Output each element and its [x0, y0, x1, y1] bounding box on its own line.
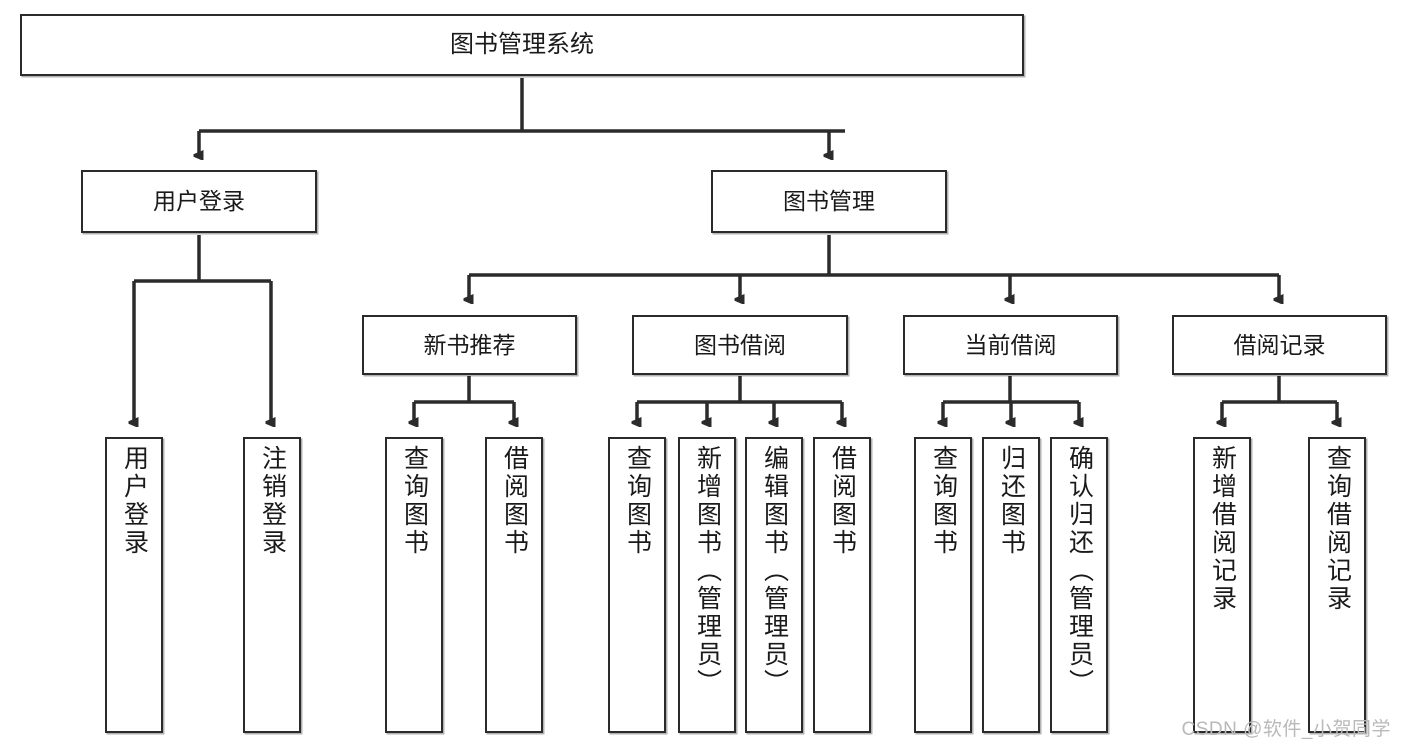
- leaf-query-book-3[interactable]: 查询图书: [914, 437, 972, 733]
- node-label: 用户登录: [153, 188, 245, 215]
- node-label: 图书借阅: [694, 331, 786, 358]
- leaf-borrow-book-2[interactable]: 借阅图书: [813, 437, 871, 733]
- node-label: 借阅图书: [828, 445, 857, 557]
- node-label: 图书管理系统: [450, 31, 594, 59]
- node-label: 注销登录: [258, 445, 287, 557]
- leaf-query-record[interactable]: 查询借阅记录: [1308, 437, 1366, 733]
- node-label: 借阅图书: [500, 445, 529, 557]
- node-user-login[interactable]: 用户登录: [81, 170, 317, 233]
- node-book-manage[interactable]: 图书管理: [711, 170, 947, 233]
- node-label: 查询图书: [623, 445, 652, 557]
- node-current-borrow[interactable]: 当前借阅: [903, 315, 1118, 375]
- node-label: 归还图书: [997, 445, 1026, 557]
- node-label: 当前借阅: [964, 331, 1057, 358]
- node-label: 借阅记录: [1233, 331, 1326, 358]
- leaf-return-book[interactable]: 归还图书: [982, 437, 1040, 733]
- node-label: 用户登录: [120, 445, 149, 557]
- node-label: 图书管理: [783, 188, 875, 215]
- leaf-borrow-book-1[interactable]: 借阅图书: [485, 437, 543, 733]
- node-new-book-recommend[interactable]: 新书推荐: [362, 315, 577, 375]
- node-book-borrow[interactable]: 图书借阅: [632, 315, 848, 375]
- node-root-system[interactable]: 图书管理系统: [20, 14, 1024, 76]
- leaf-query-book-1[interactable]: 查询图书: [385, 437, 443, 733]
- leaf-confirm-return[interactable]: 确认归还（管理员）: [1050, 437, 1108, 733]
- node-label: 新增借阅记录: [1208, 445, 1237, 613]
- node-label: 编辑图书（管理员）: [760, 445, 789, 697]
- csdn-watermark: CSDN @软件_小贺同学: [1181, 719, 1391, 740]
- node-borrow-record[interactable]: 借阅记录: [1172, 315, 1387, 375]
- node-label: 确认归还（管理员）: [1065, 445, 1094, 697]
- leaf-add-book[interactable]: 新增图书（管理员）: [678, 437, 736, 733]
- node-label: 查询借阅记录: [1323, 445, 1352, 613]
- node-label: 查询图书: [400, 445, 429, 557]
- node-label: 新书推荐: [423, 331, 516, 358]
- node-label: 查询图书: [929, 445, 958, 557]
- leaf-query-book-2[interactable]: 查询图书: [608, 437, 666, 733]
- leaf-add-record[interactable]: 新增借阅记录: [1193, 437, 1251, 733]
- leaf-edit-book[interactable]: 编辑图书（管理员）: [745, 437, 803, 733]
- node-label: 新增图书（管理员）: [693, 445, 722, 697]
- leaf-logout[interactable]: 注销登录: [243, 437, 301, 733]
- leaf-user-login[interactable]: 用户登录: [105, 437, 163, 733]
